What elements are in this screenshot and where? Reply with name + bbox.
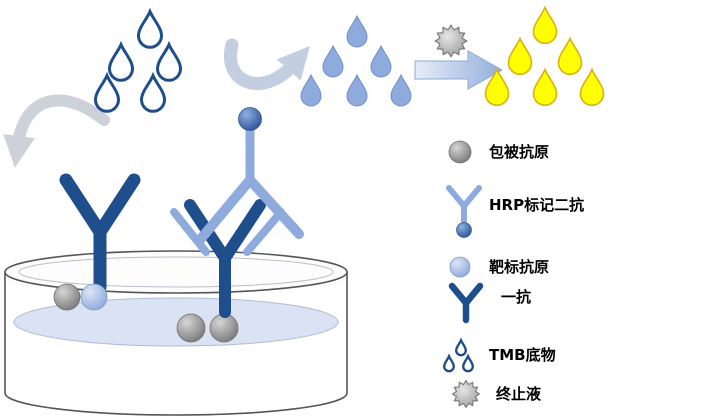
legend-label-stop-solution: 终止液 bbox=[496, 385, 542, 403]
wash-arrow bbox=[3, 94, 110, 168]
yellow-product-droplets bbox=[484, 6, 605, 107]
legend-label-hrp-secondary: HRP标记二抗 bbox=[489, 196, 585, 214]
coating-antigen-sphere bbox=[209, 313, 239, 343]
legend-tmb-droplets-icon bbox=[443, 339, 474, 373]
legend-hrp-secondary-icon bbox=[446, 185, 482, 224]
coating-antigen-spheres bbox=[176, 313, 239, 343]
legend-hrp-sphere-icon bbox=[456, 222, 472, 238]
hrp-secondary-antibody bbox=[170, 123, 304, 256]
well-rim bbox=[4, 250, 348, 294]
well-inner-rim bbox=[18, 256, 334, 288]
hrp-enzyme-sphere bbox=[238, 107, 262, 131]
blue-substrate-droplets bbox=[300, 15, 412, 107]
primary-antibody-left bbox=[59, 173, 141, 294]
legend-icons bbox=[443, 140, 484, 408]
tmb-substrate-droplets bbox=[94, 10, 182, 113]
legend-blue-sphere-icon bbox=[449, 256, 471, 278]
sandwich-complex bbox=[170, 107, 304, 318]
legend-stop-solution-icon bbox=[452, 380, 480, 408]
coating-antigen-sphere bbox=[53, 283, 81, 311]
primary-antibody-bound bbox=[184, 199, 266, 318]
target-antigen-sphere bbox=[80, 283, 108, 311]
legend-label-primary-antibody: 一抗 bbox=[501, 288, 532, 306]
legend-label-coating-antigen: 包被抗原 bbox=[489, 143, 550, 161]
legend-primary-antibody-icon bbox=[448, 282, 484, 324]
coating-antigen-sphere bbox=[176, 313, 206, 343]
stop-solution-icon bbox=[434, 24, 468, 58]
legend-label-tmb-substrate: TMB底物 bbox=[489, 346, 556, 364]
legend-label-target-antigen: 靶标抗原 bbox=[489, 258, 550, 276]
legend-gray-sphere-icon bbox=[448, 140, 472, 164]
stop-reaction-arrow bbox=[414, 50, 504, 90]
add-substrate-arrow bbox=[224, 38, 310, 90]
microplate-well bbox=[4, 250, 348, 416]
